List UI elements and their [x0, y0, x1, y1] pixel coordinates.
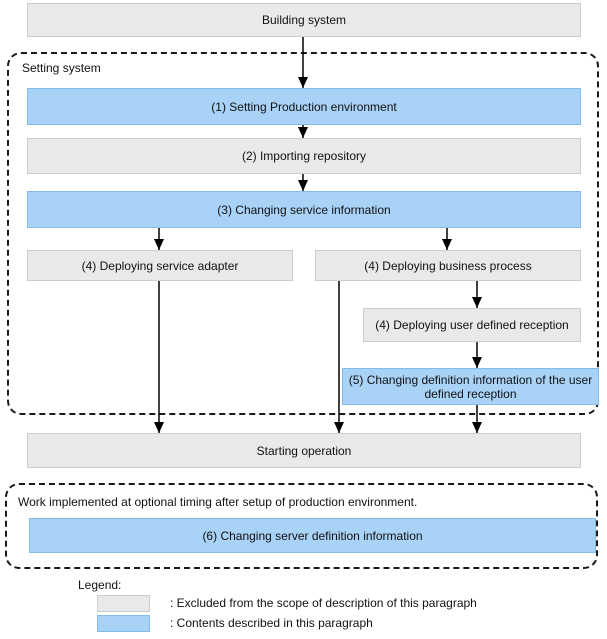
building-system-label: Building system [261, 13, 347, 27]
legend-excluded-label: : Excluded from the scope of description… [170, 596, 477, 610]
optional-work-container [5, 483, 598, 569]
step1-label: (1) Setting Production environment [211, 99, 397, 114]
step6-label: (6) Changing server definition informati… [202, 528, 423, 543]
step4-business-process-label: (4) Deploying business process [364, 258, 532, 273]
step6-changing-server-definition-box: (6) Changing server definition informati… [29, 518, 596, 553]
step4-deploying-business-process-box: (4) Deploying business process [315, 250, 581, 281]
step4-service-adapter-label: (4) Deploying service adapter [81, 258, 239, 273]
legend-swatch-excluded [97, 595, 150, 612]
step5-changing-definition-information-box: (5) Changing definition information of t… [342, 368, 599, 405]
building-system-box: Building system [27, 3, 581, 37]
setting-system-container-label: Setting system [22, 61, 101, 75]
step2-importing-repository-box: (2) Importing repository [27, 138, 581, 174]
step3-label: (3) Changing service information [217, 202, 391, 217]
step4-deploying-service-adapter-box: (4) Deploying service adapter [27, 250, 293, 281]
step2-label: (2) Importing repository [241, 149, 367, 163]
step1-setting-production-environment-box: (1) Setting Production environment [27, 88, 581, 125]
legend-described-label: : Contents described in this paragraph [170, 616, 373, 630]
step3-changing-service-information-box: (3) Changing service information [27, 191, 581, 228]
step5-label: (5) Changing definition information of t… [348, 372, 593, 401]
step4-deploying-user-defined-reception-box: (4) Deploying user defined reception [363, 308, 581, 342]
starting-operation-box: Starting operation [27, 433, 581, 468]
legend-swatch-described [97, 615, 150, 632]
step4-user-reception-label: (4) Deploying user defined reception [375, 318, 569, 332]
starting-operation-label: Starting operation [256, 443, 352, 458]
optional-work-container-label: Work implemented at optional timing afte… [18, 495, 418, 509]
legend-title: Legend: [78, 578, 122, 592]
